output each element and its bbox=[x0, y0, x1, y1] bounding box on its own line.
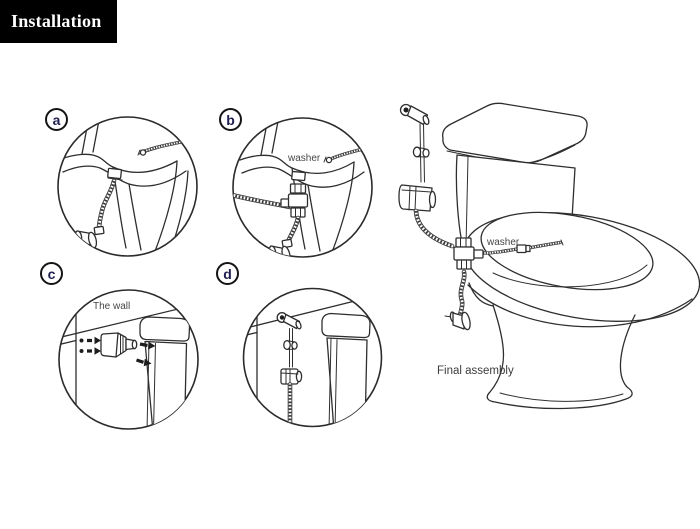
step-b-illustration: washer bbox=[232, 117, 373, 258]
step-a-letter: a bbox=[52, 111, 61, 128]
seat-hinge-fitting bbox=[323, 147, 365, 164]
tee-valve bbox=[280, 170, 309, 218]
step-c-marker: c bbox=[40, 262, 63, 285]
step-c-letter: c bbox=[47, 265, 56, 282]
shutoff-valve bbox=[69, 230, 98, 249]
wall-anchor-bracket bbox=[100, 332, 138, 358]
step-a-marker: a bbox=[45, 108, 68, 131]
final-assembly-label: Final assembly bbox=[437, 365, 514, 377]
tank-inlet-shank bbox=[107, 167, 123, 181]
step-a-illustration bbox=[57, 116, 198, 257]
hose-holder-to-tee bbox=[416, 211, 452, 246]
supply-connector bbox=[444, 311, 471, 331]
mounting-dots bbox=[79, 338, 84, 353]
step-b-marker: b bbox=[219, 108, 242, 131]
tee-valve bbox=[453, 237, 484, 270]
sprayer-head bbox=[276, 312, 302, 330]
washer-label: washer bbox=[486, 237, 520, 248]
sprayer-head bbox=[399, 103, 430, 126]
step-c-illustration: The wall bbox=[58, 289, 199, 430]
sprayer-bar bbox=[412, 123, 430, 183]
step-d-illustration bbox=[242, 287, 383, 428]
step-b-letter: b bbox=[226, 111, 235, 128]
supply-hose bbox=[460, 272, 464, 315]
section-title: Installation bbox=[11, 11, 102, 31]
section-title-badge: Installation bbox=[0, 0, 117, 43]
screw-arrows bbox=[87, 336, 101, 355]
bidet-hose-on-seat bbox=[481, 239, 564, 255]
sprayer-holder bbox=[280, 368, 303, 385]
washer-label: washer bbox=[287, 153, 321, 164]
push-arrows bbox=[136, 341, 156, 367]
final-assembly-illustration: washer bbox=[398, 102, 700, 410]
toilet-seat bbox=[463, 211, 700, 328]
the-wall-label: The wall bbox=[93, 301, 130, 312]
step-d-letter: d bbox=[223, 265, 232, 282]
supply-hose bbox=[93, 181, 114, 236]
toilet-bowl-pedestal bbox=[468, 282, 636, 410]
seat-hinge-fitting bbox=[137, 140, 183, 156]
toilet-tank bbox=[139, 316, 191, 429]
sprayer-holder bbox=[398, 184, 437, 212]
toilet-tank bbox=[321, 312, 371, 427]
supply-hose bbox=[281, 218, 298, 249]
step-d-marker: d bbox=[216, 262, 239, 285]
sprayer-bar bbox=[283, 328, 298, 368]
